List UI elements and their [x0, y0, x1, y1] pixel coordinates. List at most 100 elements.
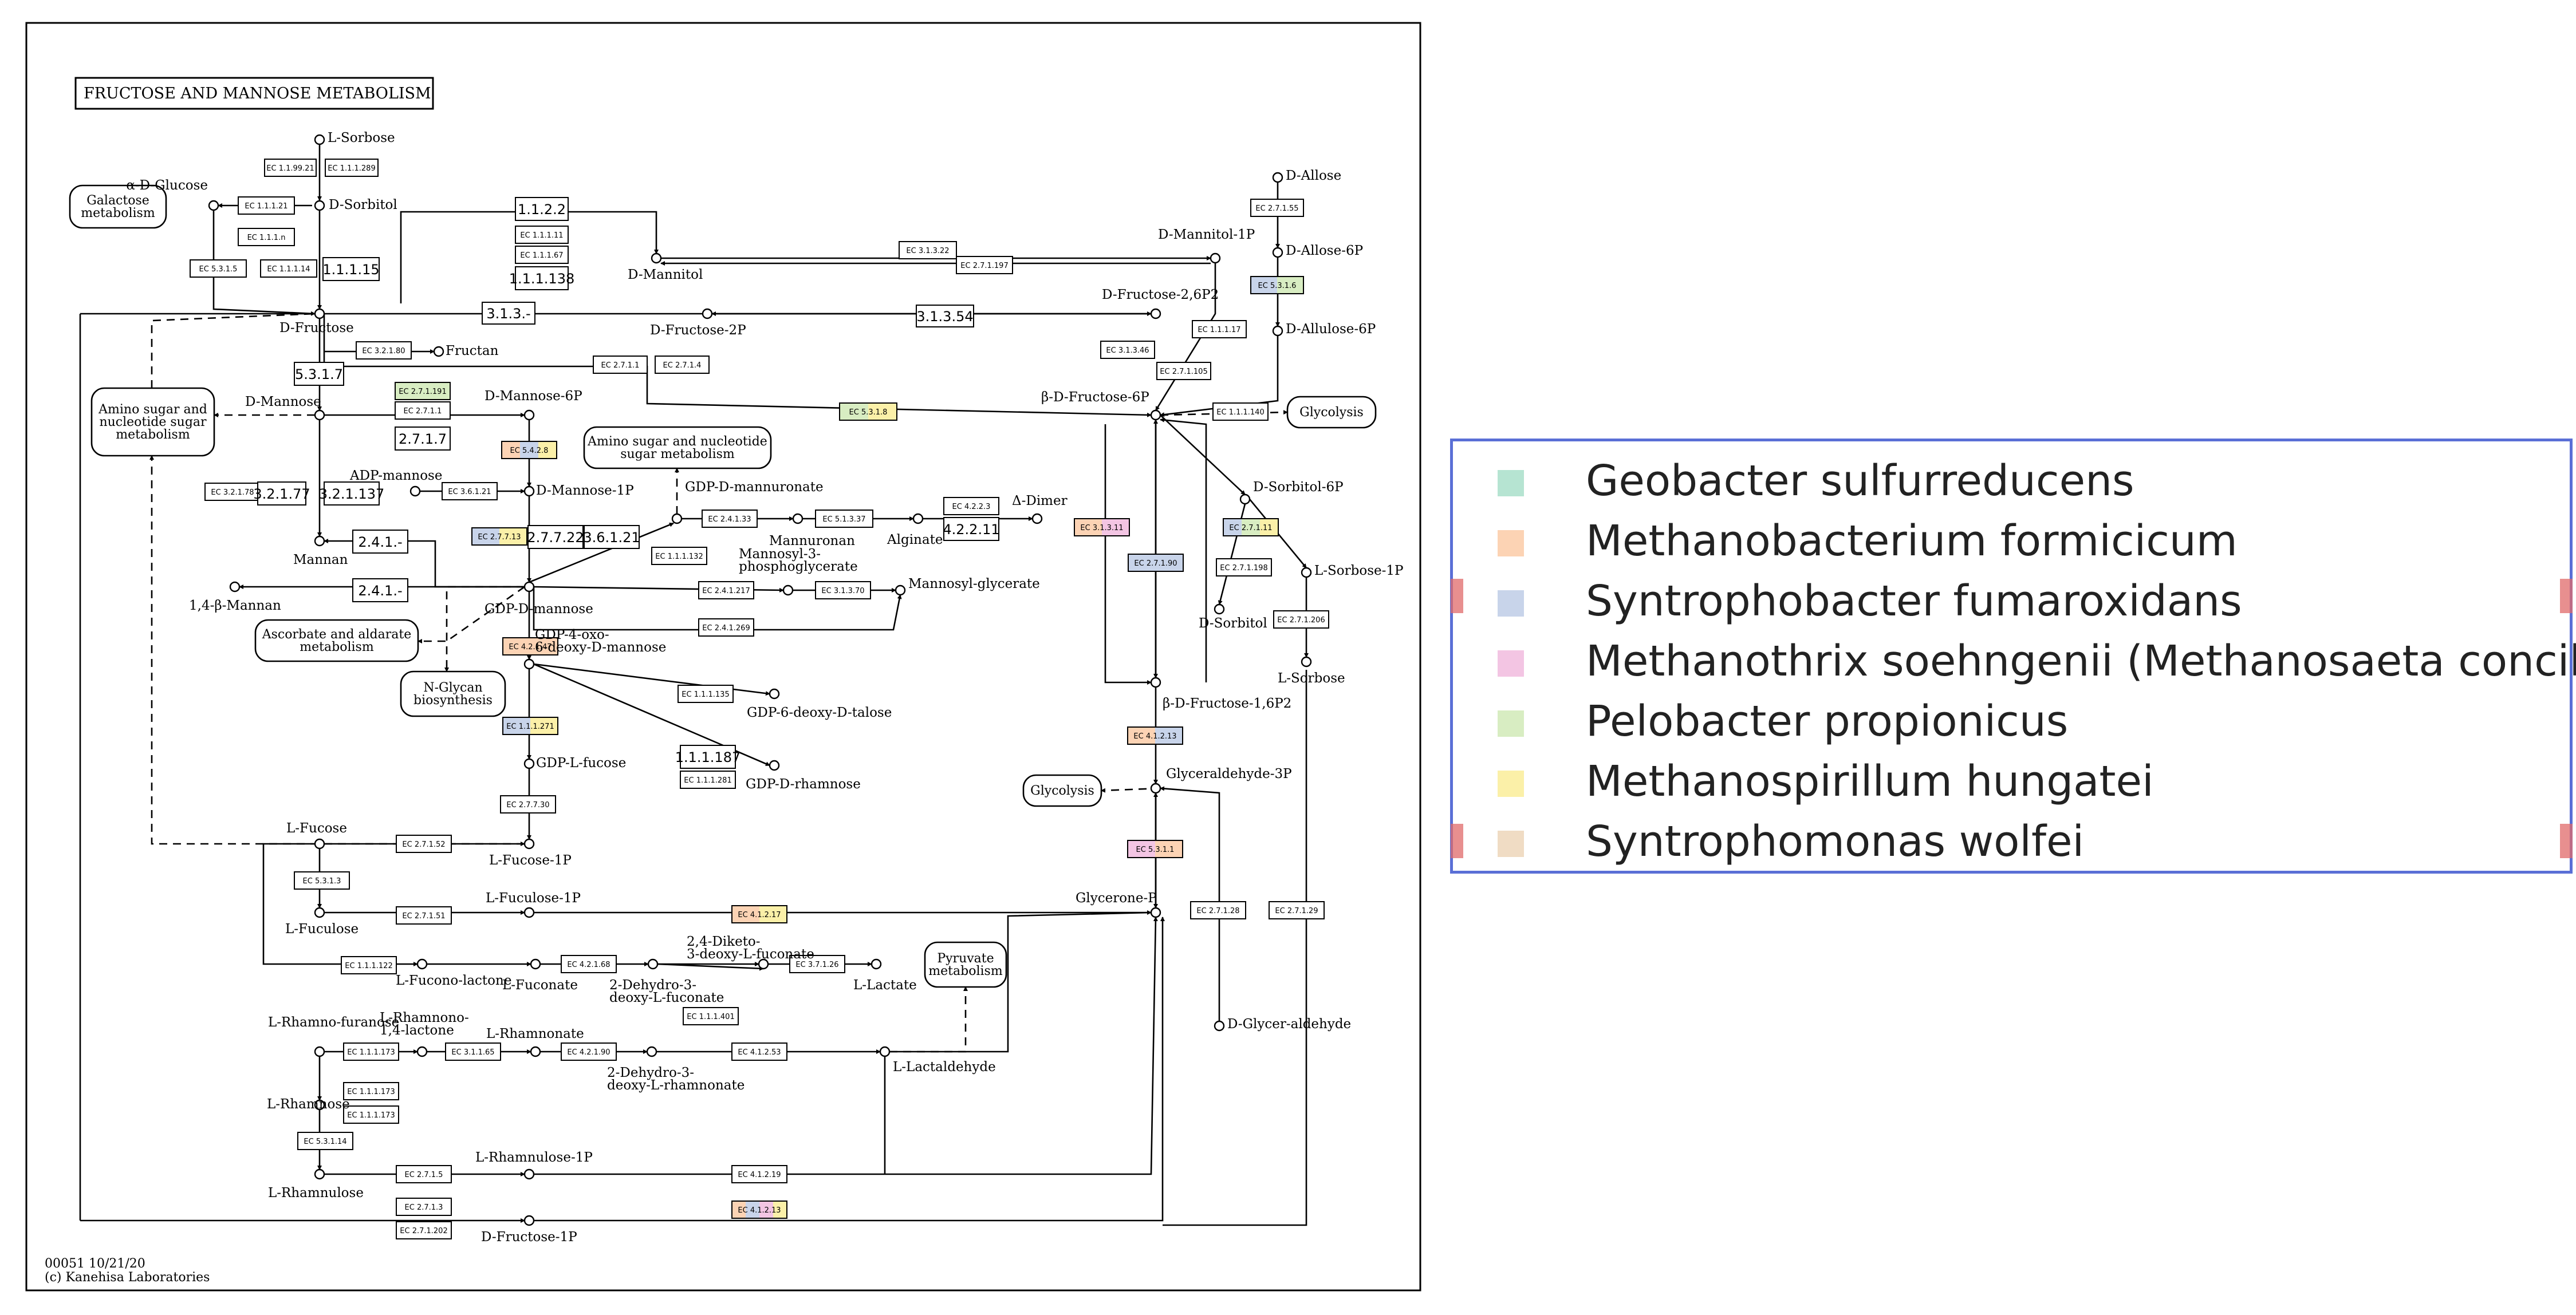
- compound-node[interactable]: L-Rhamnulose: [268, 1168, 364, 1201]
- enzyme-box[interactable]: EC 4.1.2.13: [731, 1201, 787, 1219]
- compound-node[interactable]: D-Fructose-1P: [481, 1215, 577, 1245]
- enzyme-box[interactable]: EC 5.3.1.6: [1250, 276, 1304, 294]
- compound-node[interactable]: L-Fuculose: [285, 907, 359, 937]
- enzyme-box[interactable]: EC 1.1.1.n: [238, 228, 295, 246]
- enzyme-box[interactable]: EC 3.1.3.46: [1100, 341, 1155, 359]
- compound-node[interactable]: L-Fucose: [286, 821, 347, 850]
- enzyme-box[interactable]: EC 5.3.1.3: [294, 871, 350, 890]
- compound-node[interactable]: L-Fucose-1P: [489, 838, 572, 868]
- enzyme-box[interactable]: EC 4.1.2.13: [1127, 726, 1183, 745]
- compound-node[interactable]: Alginate: [887, 513, 943, 547]
- enzyme-box[interactable]: EC 1.1.1.11: [515, 226, 569, 244]
- compound-node[interactable]: D-Sorbitol: [314, 198, 397, 212]
- enzyme-box[interactable]: EC 2.4.1.33: [702, 510, 758, 528]
- compound-node[interactable]: L-Rhamnonate: [486, 1026, 584, 1057]
- enzyme-box[interactable]: EC 1.1.1.135: [678, 685, 734, 703]
- enzyme-box[interactable]: EC 2.7.1.191: [395, 382, 451, 400]
- enzyme-box[interactable]: EC 1.1.1.140: [1212, 402, 1269, 421]
- enzyme-box[interactable]: EC 4.2.2.3: [943, 497, 999, 515]
- enzyme-box[interactable]: EC 2.7.7.30: [500, 795, 556, 814]
- compound-node[interactable]: GDP-L-fucose: [523, 756, 626, 771]
- compound-node[interactable]: β-D-Fructose-6P: [1041, 390, 1161, 421]
- enzyme-box[interactable]: EC 3.1.1.65: [445, 1042, 501, 1061]
- enzyme-box[interactable]: EC 5.3.1.8: [839, 402, 897, 421]
- enzyme-box[interactable]: 1.1.1.187: [675, 745, 741, 769]
- enzyme-box[interactable]: 1.1.1.138: [509, 266, 575, 290]
- enzyme-box[interactable]: EC 5.1.3.37: [815, 510, 873, 528]
- compound-node[interactable]: 2-Dehydro-3-deoxy-L-fuconate: [609, 958, 724, 1005]
- enzyme-box[interactable]: EC 1.1.1.132: [651, 547, 707, 565]
- enzyme-box[interactable]: EC 2.7.1.5: [396, 1165, 452, 1183]
- compound-node[interactable]: Glycerone-P: [1076, 891, 1161, 918]
- enzyme-box[interactable]: EC 3.6.1.21: [442, 482, 498, 500]
- compound-node[interactable]: D-Mannitol: [628, 252, 703, 282]
- enzyme-box[interactable]: EC 2.4.1.217: [698, 581, 754, 599]
- enzyme-box[interactable]: 2.4.1.-: [352, 578, 408, 602]
- pathway-map-node[interactable]: Glycolysis: [1022, 774, 1102, 807]
- compound-node[interactable]: D-Allulose-6P: [1272, 322, 1376, 337]
- enzyme-box[interactable]: 3.2.1.77: [253, 481, 310, 506]
- compound-node[interactable]: D-Mannose: [245, 394, 325, 421]
- enzyme-box[interactable]: EC 1.1.1.67: [515, 246, 569, 264]
- compound-node[interactable]: GDP-D-rhamnose: [746, 760, 861, 792]
- enzyme-box[interactable]: EC 3.1.3.70: [815, 581, 871, 599]
- enzyme-box[interactable]: EC 2.7.1.3: [396, 1198, 452, 1216]
- enzyme-box[interactable]: EC 1.1.1.173: [343, 1042, 399, 1061]
- enzyme-box[interactable]: 3.1.3.54: [916, 305, 974, 327]
- compound-node[interactable]: D-Allose: [1272, 168, 1341, 183]
- enzyme-box[interactable]: EC 5.3.1.14: [297, 1132, 353, 1150]
- enzyme-box[interactable]: EC 2.7.1.28: [1190, 901, 1246, 919]
- enzyme-box[interactable]: EC 2.7.1.4: [655, 356, 710, 374]
- enzyme-box[interactable]: EC 4.2.1.47: [502, 637, 558, 655]
- compound-node[interactable]: D-Mannitol-1P: [1158, 227, 1255, 264]
- compound-node[interactable]: GDP-D-mannose: [485, 581, 593, 617]
- compound-node[interactable]: L-Sorbose: [1278, 656, 1345, 686]
- enzyme-box[interactable]: EC 1.1.1.17: [1192, 320, 1247, 338]
- compound-node[interactable]: L-Rhamnulose-1P: [475, 1150, 593, 1180]
- enzyme-box[interactable]: EC 2.7.7.13: [471, 527, 527, 546]
- compound-node[interactable]: ADP-mannose: [349, 468, 442, 497]
- enzyme-box[interactable]: EC 5.3.1.5: [190, 259, 247, 278]
- compound-node[interactable]: 2-Dehydro-3-deoxy-L-rhamnonate: [607, 1046, 745, 1093]
- compound-node[interactable]: Glyceraldehyde-3P: [1150, 767, 1292, 794]
- compound-node[interactable]: GDP-4-oxo-6-deoxy-D-mannose: [523, 627, 666, 670]
- enzyme-box[interactable]: 3.2.1.137: [319, 481, 385, 506]
- compound-node[interactable]: L-Rhamnono-1,4-lactone: [380, 1010, 469, 1057]
- enzyme-box[interactable]: EC 2.7.1.1: [593, 356, 648, 374]
- enzyme-box[interactable]: EC 5.3.1.1: [1127, 840, 1183, 858]
- enzyme-box[interactable]: 2.4.1.-: [352, 530, 408, 554]
- compound-node[interactable]: D-Fructose: [279, 308, 354, 335]
- compound-node[interactable]: D-Glycer-aldehyde: [1214, 1017, 1351, 1032]
- compound-node[interactable]: L-Fuconate: [502, 958, 578, 993]
- enzyme-box[interactable]: EC 2.7.1.1: [395, 401, 451, 420]
- compound-node[interactable]: L-Rhamno-furanose: [268, 1015, 399, 1057]
- compound-node[interactable]: Mannosyl-glycerate: [895, 576, 1040, 596]
- enzyme-box[interactable]: 2.7.1.7: [395, 427, 451, 451]
- compound-node[interactable]: L-Lactate: [853, 958, 917, 993]
- enzyme-box[interactable]: EC 1.1.1.173: [343, 1105, 399, 1124]
- enzyme-box[interactable]: EC 2.4.1.269: [698, 618, 754, 637]
- enzyme-box[interactable]: EC 2.7.1.202: [396, 1221, 452, 1239]
- compound-node[interactable]: L-Sorbose-1P: [1301, 563, 1404, 578]
- enzyme-box[interactable]: EC 2.7.1.206: [1273, 610, 1329, 629]
- compound-node[interactable]: D-Allose-6P: [1272, 243, 1363, 258]
- enzyme-box[interactable]: EC 2.7.1.11: [1223, 518, 1279, 536]
- enzyme-box[interactable]: EC 4.1.2.53: [731, 1042, 787, 1061]
- enzyme-box[interactable]: EC 1.1.1.281: [680, 771, 736, 789]
- enzyme-box[interactable]: 1.1.1.15: [322, 257, 380, 281]
- compound-node[interactable]: α-D-Glucose: [126, 178, 219, 211]
- enzyme-box[interactable]: 4.2.2.11: [943, 517, 1000, 541]
- enzyme-box[interactable]: EC 2.7.1.90: [1128, 554, 1184, 572]
- enzyme-box[interactable]: EC 2.7.1.198: [1216, 558, 1272, 576]
- compound-node[interactable]: GDP-D-mannuronate: [671, 480, 824, 524]
- enzyme-box[interactable]: 2.7.7.22: [527, 525, 584, 549]
- enzyme-box[interactable]: EC 1.1.99.21: [264, 159, 317, 177]
- enzyme-box[interactable]: 3.6.1.21: [583, 525, 640, 549]
- compound-node[interactable]: D-Sorbitol: [1199, 603, 1267, 631]
- compound-node[interactable]: Mannuronan: [769, 513, 855, 548]
- compound-node[interactable]: 2,4-Diketo-3-deoxy-L-fuconate: [687, 934, 814, 970]
- enzyme-box[interactable]: EC 2.7.1.52: [396, 835, 452, 853]
- enzyme-box[interactable]: EC 3.7.1.26: [789, 955, 845, 973]
